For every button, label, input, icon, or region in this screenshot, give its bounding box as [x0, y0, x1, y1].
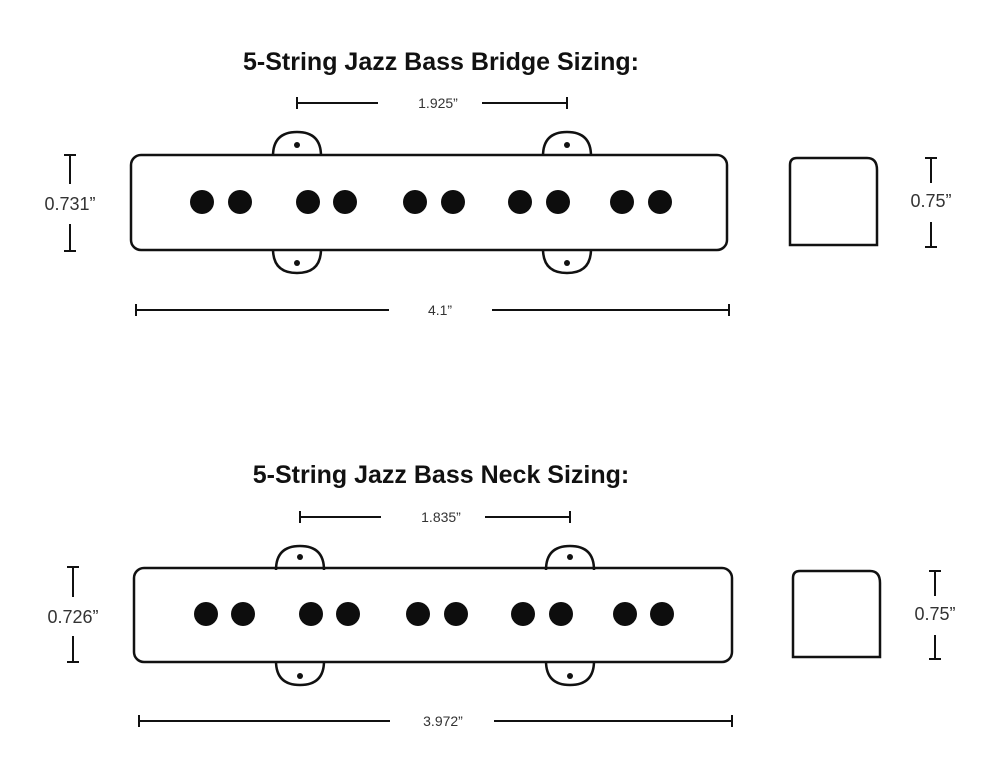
bridge-side-height-dimension: 0.75” [910, 157, 952, 248]
bridge-height-dimension: 0.731” [44, 154, 96, 252]
neck-ear-bottom-left [274, 660, 326, 687]
pole-piece [613, 602, 637, 626]
neck-ear-top-left [274, 544, 326, 571]
pole-piece [648, 190, 672, 214]
neck-screw-hole [297, 554, 303, 560]
neck-side-height-dimension: 0.75” [914, 570, 956, 660]
bridge-ear-top-right [541, 130, 593, 157]
pole-piece [511, 602, 535, 626]
bridge-ear-bottom-right [541, 248, 593, 275]
neck-screw-hole [297, 673, 303, 679]
bridge-title: 5-String Jazz Bass Bridge Sizing: [243, 48, 639, 76]
bridge-section: 5-String Jazz Bass Bridge Sizing: 1.925” [44, 48, 951, 318]
pole-piece [650, 602, 674, 626]
bridge-length-dimension: 4.1” [135, 302, 730, 318]
neck-mount-spacing-dimension: 1.835” [299, 509, 571, 525]
neck-pole-pieces [194, 602, 674, 626]
bridge-pole-pieces [190, 190, 672, 214]
neck-mount-spacing-label: 1.835” [421, 509, 461, 525]
neck-length-dimension: 3.972” [138, 713, 733, 729]
pole-piece [403, 190, 427, 214]
bridge-length-label: 4.1” [428, 302, 452, 318]
pole-piece [441, 190, 465, 214]
bridge-screw-hole [294, 142, 300, 148]
pole-piece [546, 190, 570, 214]
pole-piece [406, 602, 430, 626]
pole-piece [299, 602, 323, 626]
bridge-screw-hole [564, 142, 570, 148]
bridge-screw-hole [294, 260, 300, 266]
neck-length-label: 3.972” [423, 713, 463, 729]
bridge-ear-top-left [271, 130, 323, 157]
bridge-pickup-body [129, 153, 729, 252]
pole-piece [231, 602, 255, 626]
bridge-mount-spacing-label: 1.925” [418, 95, 458, 111]
bridge-mount-spacing-dimension: 1.925” [296, 95, 568, 111]
neck-ear-top-right [544, 544, 596, 571]
neck-side-profile [791, 569, 882, 659]
pole-piece [228, 190, 252, 214]
pole-piece [296, 190, 320, 214]
bridge-side-height-label: 0.75” [910, 191, 951, 211]
pole-piece [194, 602, 218, 626]
neck-title: 5-String Jazz Bass Neck Sizing: [253, 461, 630, 489]
pole-piece [610, 190, 634, 214]
neck-height-label: 0.726” [47, 607, 98, 627]
bridge-side-profile [788, 156, 879, 247]
pole-piece [508, 190, 532, 214]
neck-ear-bottom-right [544, 660, 596, 687]
bridge-screw-hole [564, 260, 570, 266]
neck-height-dimension: 0.726” [47, 566, 99, 663]
pole-piece [333, 190, 357, 214]
pole-piece [444, 602, 468, 626]
pole-piece [190, 190, 214, 214]
neck-section: 5-String Jazz Bass Neck Sizing: 1.835” [47, 461, 955, 729]
neck-screw-hole [567, 554, 573, 560]
bridge-height-label: 0.731” [44, 194, 95, 214]
pole-piece [549, 602, 573, 626]
bridge-ear-bottom-left [271, 248, 323, 275]
neck-side-height-label: 0.75” [914, 604, 955, 624]
neck-pickup-body [132, 566, 734, 664]
pole-piece [336, 602, 360, 626]
neck-screw-hole [567, 673, 573, 679]
